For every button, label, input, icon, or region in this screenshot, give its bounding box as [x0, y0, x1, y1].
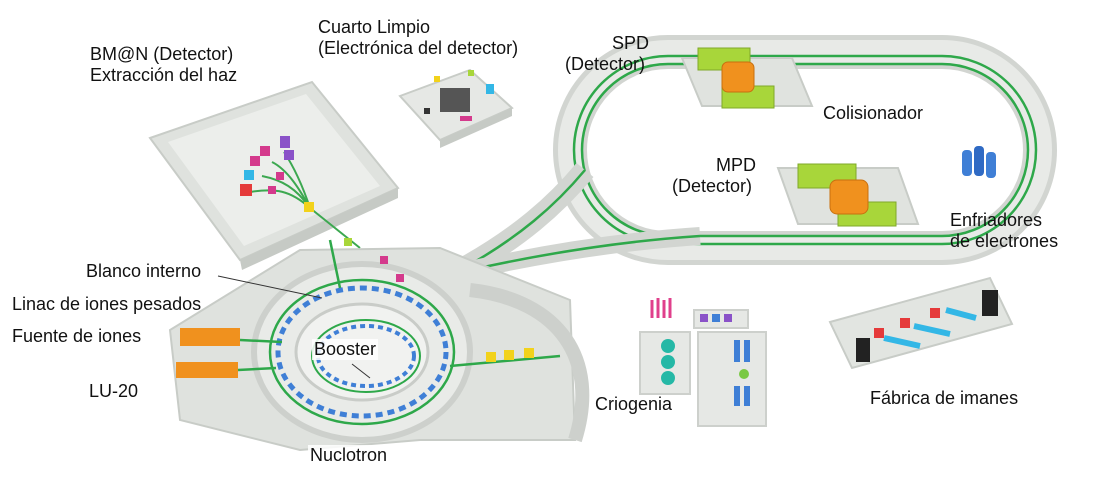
cryogenics-label: Criogenia	[595, 394, 673, 414]
mpd-detector	[797, 163, 897, 227]
clean-room	[398, 68, 514, 148]
heavy-ion-linac-label: Linac de iones pesados	[12, 294, 202, 314]
clean-room-label-line1: Cuarto Limpio	[318, 17, 431, 37]
leader-lines	[217, 275, 371, 379]
spd-label-line1: SPD	[612, 33, 650, 53]
electron-cooler-label-line1: Enfriadores	[950, 210, 1043, 230]
bmn-label-line1: BM@N (Detector)	[90, 44, 234, 64]
mpd-label-line1: MPD	[716, 155, 756, 175]
magnet-factory	[828, 276, 1014, 370]
electron-cooler-label-line2: de electrones	[950, 231, 1059, 251]
spd-label-line2: (Detector)	[565, 54, 646, 74]
booster-label: Booster	[312, 339, 379, 360]
bmn-label-line2: Extracción del haz	[90, 65, 238, 85]
lu20-label: LU-20	[89, 381, 139, 401]
bmn-hall	[148, 80, 400, 270]
electron-coolers	[962, 146, 996, 178]
collider-ring	[553, 35, 1057, 265]
spd-detector	[697, 47, 775, 109]
nuclotron-label: Nuclotron	[308, 445, 390, 466]
collider-label: Colisionador	[823, 103, 924, 123]
ion-source-label: Fuente de iones	[12, 326, 142, 346]
magnet-factory-label: Fábrica de imanes	[870, 388, 1019, 408]
internal-target-label: Blanco interno	[86, 261, 202, 281]
mpd-label-line2: (Detector)	[672, 176, 753, 196]
bmn-detectors	[240, 136, 361, 249]
clean-room-label-line2: (Electrónica del detector)	[318, 38, 519, 58]
cryogenics	[639, 298, 767, 427]
